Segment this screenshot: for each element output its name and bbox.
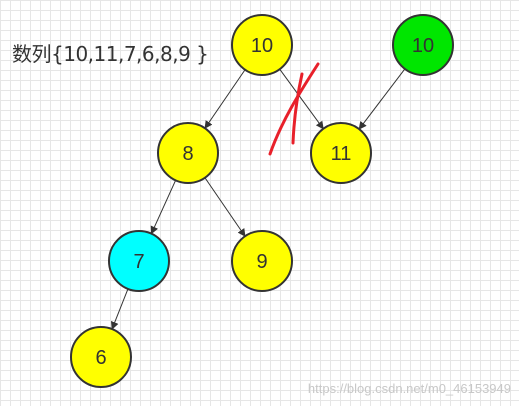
- tree-node-root-10: 10: [231, 14, 293, 76]
- node-label: 9: [256, 251, 267, 273]
- cross-layer: [268, 62, 320, 156]
- cross-out-stroke-1: [268, 62, 320, 156]
- watermark-url: https://blog.csdn.net/m0_46153949: [307, 381, 511, 396]
- node-circle: [310, 122, 372, 184]
- node-circle: [231, 14, 293, 76]
- edge-node-8-to-node-7: [150, 180, 177, 235]
- node-label: 6: [95, 347, 106, 369]
- sequence-label: 数列{10,11,7,6,8,9 }: [12, 42, 209, 66]
- node-circle: [157, 122, 219, 184]
- cross-out-stroke-2: [291, 72, 304, 145]
- tree-node-node-9: 9: [231, 230, 293, 292]
- tree-node-node-7: 7: [108, 230, 170, 292]
- edge-node-7-to-node-6: [110, 288, 129, 330]
- node-label: 10: [251, 35, 273, 57]
- edge-root-10-to-node-11: [279, 68, 324, 130]
- node-label: 11: [331, 143, 352, 165]
- node-label: 8: [182, 143, 193, 165]
- edges-layer: [110, 68, 406, 330]
- node-circle: [392, 14, 454, 76]
- node-label: 7: [133, 251, 144, 273]
- tree-node-node-8: 8: [157, 122, 219, 184]
- node-circle: [70, 326, 132, 388]
- edge-root-10-to-node-8: [204, 69, 246, 129]
- node-label: 10: [412, 35, 434, 57]
- edge-node-8-to-node-9: [204, 177, 246, 237]
- node-circle: [231, 230, 293, 292]
- tree-node-node-6: 6: [70, 326, 132, 388]
- edge-new-10-to-node-11: [358, 68, 406, 130]
- tree-node-new-10: 10: [392, 14, 454, 76]
- tree-node-node-11: 11: [310, 122, 372, 184]
- nodes-layer: 10 10 8 11 7 9 6: [70, 14, 454, 388]
- node-circle: [108, 230, 170, 292]
